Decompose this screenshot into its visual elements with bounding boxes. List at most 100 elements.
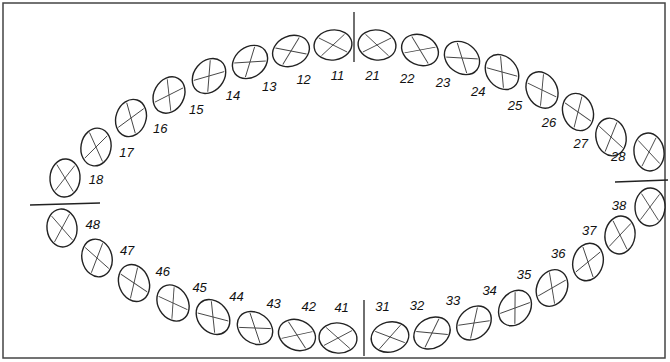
tooth-cross — [85, 243, 109, 273]
tooth-outline — [274, 314, 321, 356]
tooth-crown — [268, 30, 315, 73]
tooth-cross — [234, 47, 266, 77]
tooth-number: 21 — [365, 69, 379, 82]
tooth-cross — [52, 214, 73, 242]
tooth-cross — [324, 328, 352, 349]
tooth-cross — [85, 133, 107, 162]
tooth-crown — [520, 66, 565, 114]
tooth-cross — [446, 43, 478, 73]
tooth-cross — [363, 34, 391, 56]
tooth-crown — [602, 214, 637, 256]
tooth-cross — [458, 308, 489, 339]
tooth-crown — [147, 71, 191, 119]
tooth-number: 47 — [120, 244, 134, 257]
tooth-cross — [319, 34, 347, 56]
tooth-cross — [599, 122, 622, 151]
tooth-cross — [239, 313, 271, 343]
tooth-cross — [640, 194, 659, 221]
tooth-crown — [397, 29, 444, 72]
tooth-cross — [121, 268, 147, 299]
tooth-crown — [492, 284, 538, 332]
tooth-crown — [312, 27, 354, 62]
tooth-outline — [568, 240, 607, 285]
tooth-crown — [45, 207, 79, 248]
tooth-number: 38 — [612, 199, 626, 212]
tooth-crown — [438, 34, 486, 81]
tooth-number: 31 — [375, 300, 389, 313]
tooth-crown — [368, 318, 412, 356]
tooth-cross — [640, 194, 659, 221]
tooth-crown — [111, 95, 152, 141]
tooth-number: 34 — [482, 284, 496, 297]
tooth-cross — [363, 34, 391, 56]
tooth-cross — [319, 34, 347, 56]
tooth-outline — [557, 89, 598, 135]
tooth-crown — [317, 321, 358, 355]
tooth-cross — [576, 247, 600, 277]
tooth-outline — [312, 27, 354, 62]
tooth-outline — [111, 95, 152, 141]
teeth — [45, 27, 667, 356]
tooth-crown — [231, 305, 279, 352]
tooth-cross — [194, 60, 224, 92]
tooth-cross — [528, 74, 556, 105]
tooth-cross — [500, 292, 530, 324]
tooth-crown — [78, 236, 116, 280]
tooth-cross — [118, 103, 143, 133]
tooth-cross — [118, 103, 143, 133]
tooth-number: 27 — [574, 137, 588, 150]
tooth-cross — [375, 325, 405, 349]
tooth-outline — [368, 318, 412, 356]
tooth-number: 17 — [119, 146, 133, 159]
tooth-cross — [416, 319, 447, 347]
tooth-cross — [565, 97, 591, 128]
tooth-number: 41 — [334, 301, 348, 314]
tooth-cross — [487, 56, 517, 87]
tooth-number: 23 — [436, 76, 450, 89]
tooth-outline — [356, 27, 398, 62]
tooth-number: 46 — [156, 265, 170, 278]
tooth-cross — [638, 138, 660, 166]
tooth-cross — [565, 97, 591, 128]
tooth-number: 33 — [446, 294, 460, 307]
tooth-cross — [239, 313, 271, 343]
tooth-number: 24 — [471, 85, 485, 98]
tooth-cross — [528, 74, 556, 105]
tooth-outline — [45, 207, 79, 248]
tooth-outline — [78, 236, 116, 280]
tooth-cross — [609, 221, 631, 249]
tooth-cross — [599, 122, 622, 151]
tooth-cross — [275, 37, 306, 64]
frame-border — [3, 3, 665, 358]
tooth-number: 13 — [262, 80, 276, 93]
tooth-number: 25 — [508, 99, 522, 112]
tooth-cross — [500, 292, 530, 324]
tooth-outline — [231, 305, 279, 352]
tooth-number: 28 — [611, 150, 625, 163]
tooth-cross — [487, 56, 517, 87]
tooth-number: 45 — [192, 281, 206, 294]
tooth-outline — [520, 66, 565, 114]
tooth-crown — [568, 240, 607, 285]
tooth-cross — [538, 272, 565, 303]
tooth-cross — [416, 319, 447, 347]
tooth-crown — [226, 38, 274, 85]
tooth-cross — [159, 287, 188, 319]
tooth-number: 35 — [517, 268, 531, 281]
tooth-outline — [185, 52, 232, 100]
tooth-cross — [282, 322, 313, 349]
side-divider — [30, 203, 100, 205]
tooth-cross — [324, 328, 352, 349]
tooth-cross — [375, 325, 405, 349]
tooth-number: 12 — [296, 73, 310, 86]
tooth-crown — [557, 89, 598, 135]
tooth-cross — [155, 79, 183, 110]
tooth-number: 14 — [226, 89, 240, 102]
tooth-crown — [530, 264, 573, 311]
tooth-outline — [147, 71, 191, 119]
tooth-outline — [631, 131, 666, 173]
tooth-outline — [602, 214, 637, 256]
tooth-cross — [52, 214, 73, 242]
tooth-crown — [631, 131, 666, 173]
tooth-number: 42 — [302, 300, 316, 313]
